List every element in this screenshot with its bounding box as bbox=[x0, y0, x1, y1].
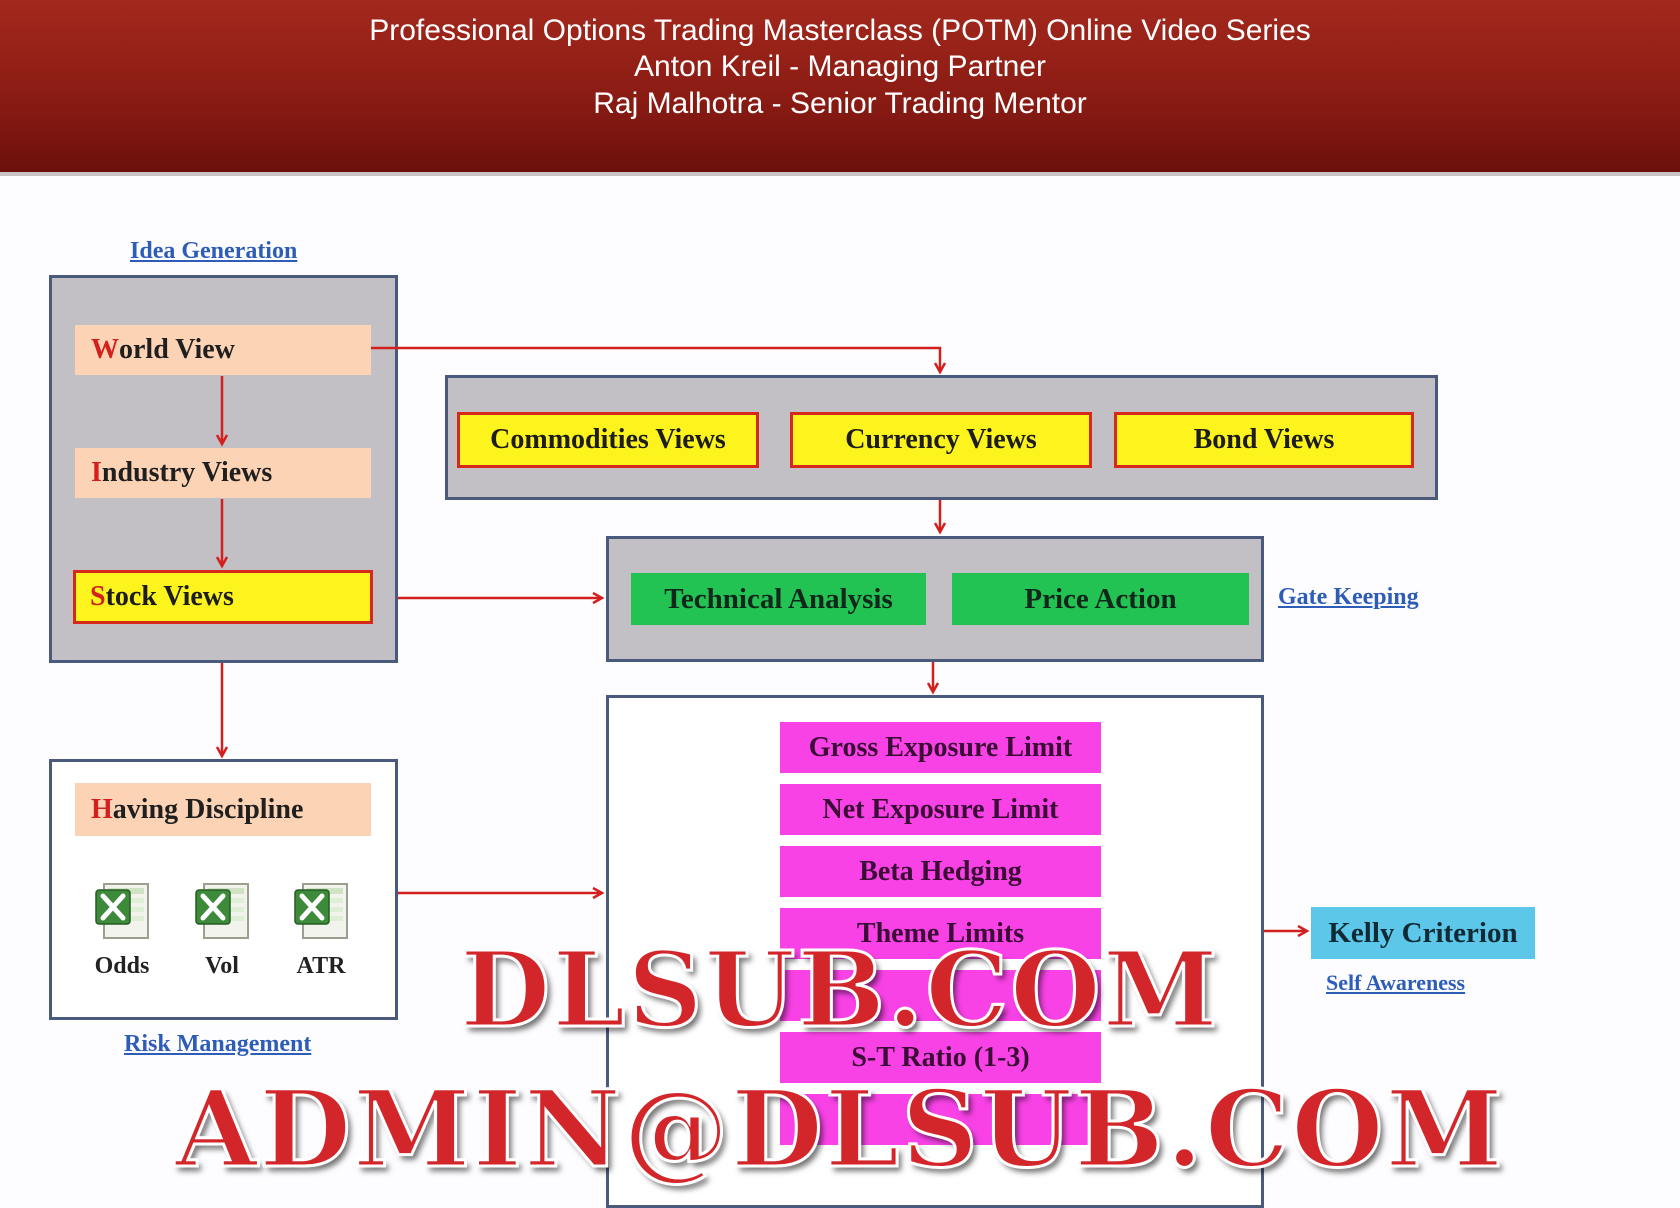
risk-limit-item: Net Exposure Limit bbox=[780, 784, 1101, 835]
having-discipline-initial: H bbox=[91, 793, 113, 825]
risk-limit-item-hidden bbox=[780, 1094, 1101, 1145]
banner-subtitle-1: Anton Kreil - Managing Partner bbox=[634, 50, 1046, 83]
watermark-email: ADMIN@DLSUB.COM bbox=[174, 1066, 1505, 1191]
banner-title: Professional Options Trading Masterclass… bbox=[369, 14, 1311, 47]
header-banner: Professional Options Trading Masterclass… bbox=[0, 0, 1680, 176]
spreadsheet-icon[interactable] bbox=[293, 880, 353, 942]
kelly-criterion-box: Kelly Criterion bbox=[1311, 907, 1535, 959]
risk-limit-item: Theme Limits bbox=[780, 908, 1101, 959]
atr-file-label: ATR bbox=[296, 953, 346, 979]
risk-limit-item: Beta Hedging bbox=[780, 846, 1101, 897]
self-awareness-link[interactable]: Self Awareness bbox=[1326, 970, 1466, 995]
stock-views-label: tock Views bbox=[105, 581, 234, 612]
spreadsheet-icon[interactable] bbox=[94, 880, 154, 942]
vol-file-label: Vol bbox=[205, 953, 239, 979]
risk-limit-item-hidden bbox=[780, 970, 1101, 1021]
gate-keeping-link[interactable]: Gate Keeping bbox=[1278, 584, 1419, 610]
currency-views-box: Currency Views bbox=[790, 412, 1092, 468]
arrow-world-to-macro bbox=[371, 346, 940, 372]
idea-generation-link[interactable]: Idea Generation bbox=[130, 238, 298, 264]
price-action-box: Price Action bbox=[952, 573, 1249, 625]
spreadsheet-icon[interactable] bbox=[194, 880, 254, 942]
risk-management-link[interactable]: Risk Management bbox=[124, 1031, 312, 1057]
industry-views-initial: I bbox=[91, 457, 102, 488]
stock-views-initial: S bbox=[90, 581, 106, 612]
watermark-domain: DLSUB.COM bbox=[459, 928, 1220, 1051]
industry-views-label: ndustry Views bbox=[101, 457, 273, 488]
risk-limit-item: S-T Ratio (1-3) bbox=[780, 1032, 1101, 1083]
commodities-views-box: Commodities Views bbox=[457, 412, 759, 468]
banner-subtitle-2: Raj Malhotra - Senior Trading Mentor bbox=[593, 87, 1087, 120]
world-view-label: orld View bbox=[119, 334, 235, 365]
bond-views-box: Bond Views bbox=[1114, 412, 1414, 468]
having-discipline-label: aving Discipline bbox=[112, 793, 304, 825]
world-view-initial: W bbox=[91, 334, 119, 365]
technical-analysis-box: Technical Analysis bbox=[631, 573, 926, 625]
risk-limit-item: Gross Exposure Limit bbox=[780, 722, 1101, 773]
odds-file-label: Odds bbox=[94, 953, 150, 979]
